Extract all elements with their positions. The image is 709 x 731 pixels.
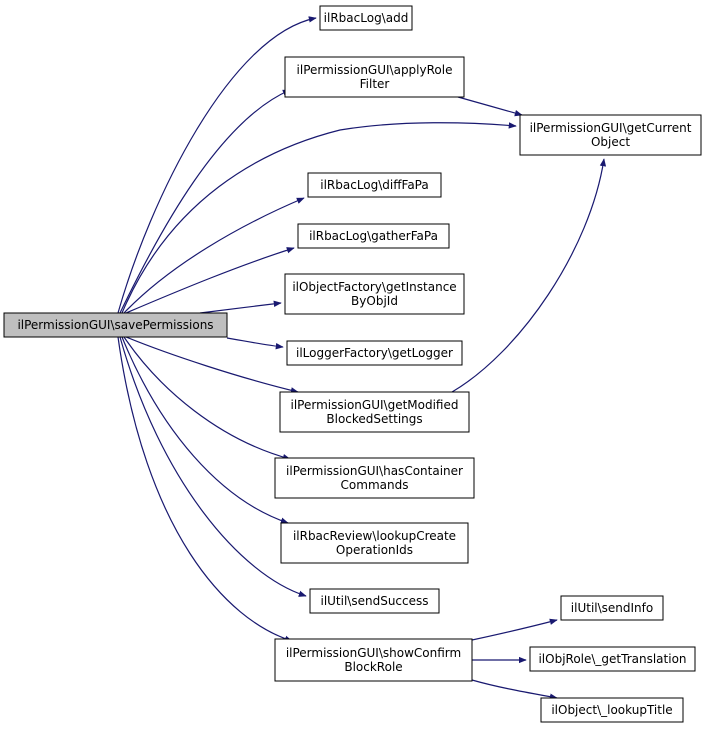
edge-savePermissions-to-getInstanceByObjId <box>199 300 282 314</box>
node-rbacLogAdd[interactable]: ilRbacLog\add <box>319 5 413 31</box>
node-box <box>529 646 696 672</box>
node-box <box>319 5 413 31</box>
node-sendSuccess[interactable]: ilUtil\sendSuccess <box>309 588 440 614</box>
edge-savePermissions-to-lookupCreateOperationIds <box>121 336 289 524</box>
node-label: ilObjRole\_getTranslation <box>538 652 686 666</box>
node-diffFaPa[interactable]: ilRbacLog\diffFaPa <box>307 172 442 198</box>
edge-savePermissions-to-getCurrentObject <box>121 122 517 314</box>
node-getLogger[interactable]: ilLoggerFactory\getLogger <box>286 340 463 366</box>
node-label: ilPermissionGUI\getCurrent <box>530 121 692 135</box>
node-gatherFaPa[interactable]: ilRbacLog\gatherFaPa <box>297 223 450 249</box>
edge-savePermissions-to-showConfirmBlockRole <box>117 336 293 642</box>
node-label: BlockedSettings <box>326 412 422 426</box>
node-label: OperationIds <box>336 543 413 557</box>
node-box <box>274 457 475 499</box>
node-getModifiedBlockedSettings[interactable]: ilPermissionGUI\getModifiedBlockedSettin… <box>279 391 470 433</box>
node-label: ByObjId <box>351 294 398 308</box>
node-box <box>284 273 465 315</box>
node-box <box>280 522 469 564</box>
node-label: ilPermissionGUI\applyRole <box>297 63 453 77</box>
node-label: ilLoggerFactory\getLogger <box>296 346 453 360</box>
node-label: ilUtil\sendSuccess <box>320 594 428 608</box>
node-lookupTitle[interactable]: ilObject\_lookupTitle <box>540 697 684 723</box>
node-label: ilRbacLog\diffFaPa <box>320 178 428 192</box>
node-box <box>560 595 664 621</box>
edge-savePermissions-to-rbacLogAdd <box>117 16 317 314</box>
node-label: ilObjectFactory\getInstance <box>292 280 456 294</box>
node-box <box>286 340 463 366</box>
edge-savePermissions-to-sendSuccess <box>119 336 307 597</box>
edges-layer <box>117 16 607 700</box>
edge-savePermissions-to-gatherFaPa <box>125 247 295 314</box>
node-box <box>309 588 440 614</box>
node-label: ilRbacReview\lookupCreate <box>293 529 456 543</box>
node-box <box>519 114 702 156</box>
node-label: Filter <box>360 77 390 91</box>
node-label: ilObject\_lookupTitle <box>551 703 672 717</box>
edge-savePermissions-to-diffFaPa <box>123 197 305 314</box>
node-getTranslation[interactable]: ilObjRole\_getTranslation <box>529 646 696 672</box>
node-box <box>307 172 442 198</box>
node-label: Commands <box>341 478 409 492</box>
edge-getModifiedBlockedSettings-to-getCurrentObject <box>451 158 607 393</box>
node-label: ilPermissionGUI\showConfirm <box>286 646 461 660</box>
node-savePermissions[interactable]: ilPermissionGUI\savePermissions <box>3 312 228 338</box>
node-label: BlockRole <box>344 660 402 674</box>
edge-savePermissions-to-getModifiedBlockedSettings <box>125 336 299 394</box>
edge-savePermissions-to-hasContainerCommands <box>123 336 291 461</box>
node-label: ilRbacLog\gatherFaPa <box>309 229 438 243</box>
node-label: Object <box>591 135 630 149</box>
node-label: ilPermissionGUI\getModified <box>291 398 459 412</box>
node-box <box>3 312 228 338</box>
edge-applyRoleFilter-to-getCurrentObject <box>457 96 523 117</box>
edge-showConfirmBlockRole-to-sendInfo <box>471 618 558 641</box>
edge-showConfirmBlockRole-to-lookupTitle <box>471 679 558 700</box>
node-label: ilRbacLog\add <box>324 11 409 25</box>
edge-savePermissions-to-getLogger <box>226 337 284 350</box>
node-label: ilPermissionGUI\hasContainer <box>286 464 463 478</box>
node-box <box>297 223 450 249</box>
node-box <box>540 697 684 723</box>
node-label: ilUtil\sendInfo <box>571 601 653 615</box>
edge-savePermissions-to-applyRoleFilter <box>119 89 291 314</box>
node-sendInfo[interactable]: ilUtil\sendInfo <box>560 595 664 621</box>
node-box <box>274 638 473 682</box>
node-label: ilPermissionGUI\savePermissions <box>17 318 213 332</box>
nodes-layer: ilPermissionGUI\savePermissions ilRbacLog… <box>3 5 702 723</box>
node-box <box>284 56 465 98</box>
node-box <box>279 391 470 433</box>
